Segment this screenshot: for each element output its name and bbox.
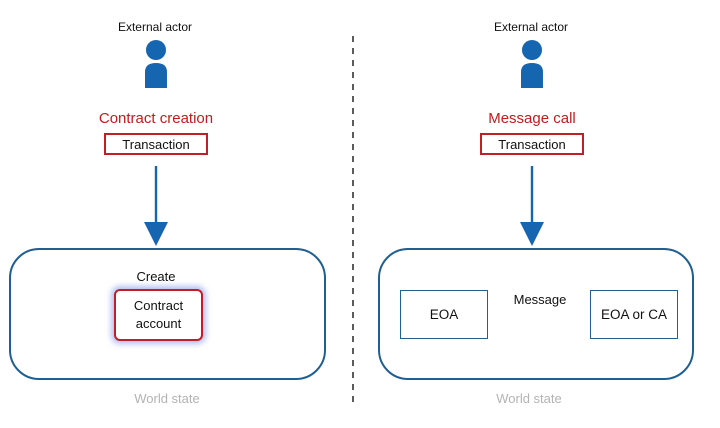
left-scenario-title: Contract creation	[98, 110, 214, 127]
contract-account-box: Contract account	[114, 289, 203, 341]
left-world-state-label: World state	[134, 391, 200, 406]
eoa-or-ca-receiver-box: EOA or CA	[590, 290, 678, 339]
message-label: Message	[513, 292, 567, 307]
right-scenario-title: Message call	[488, 110, 576, 127]
contract-account-line2: account	[135, 316, 182, 331]
left-transaction-box: Transaction	[104, 133, 208, 155]
contract-account-line1: Contract	[133, 298, 184, 313]
left-actor-label: External actor	[117, 20, 193, 34]
right-world-state-label: World state	[496, 391, 562, 406]
person-icon	[521, 40, 543, 88]
create-label: Create	[136, 269, 176, 284]
right-actor-label: External actor	[493, 20, 569, 34]
eoa-sender-box: EOA	[400, 290, 488, 339]
person-icon	[145, 40, 167, 88]
right-transaction-box: Transaction	[480, 133, 584, 155]
